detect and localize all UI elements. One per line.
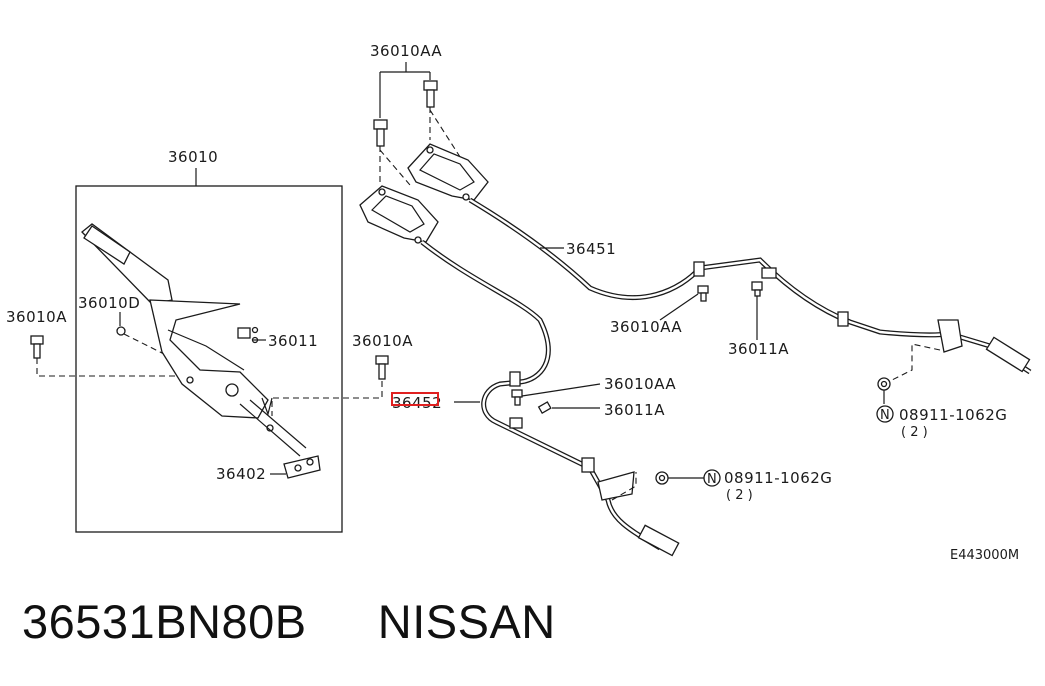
brand-name: NISSAN <box>377 595 556 648</box>
bolt-icon <box>697 285 709 302</box>
label-36010A-left[interactable]: 36010A <box>6 308 67 326</box>
nut-icon <box>116 326 126 336</box>
label-36011A-mid[interactable]: 36011A <box>604 401 665 419</box>
nut-symbol-icon <box>703 469 721 487</box>
label-36011[interactable]: 36011 <box>268 332 318 350</box>
cable-36452 <box>420 240 662 551</box>
cable-bracket-icon <box>407 143 489 201</box>
parking-brake-lever-icon <box>81 223 307 457</box>
label-36010[interactable]: 36010 <box>168 148 218 166</box>
cable-clip-icon <box>761 267 777 279</box>
cable-clip-icon <box>837 311 849 327</box>
screw-icon <box>537 401 552 414</box>
bolt-icon <box>375 355 389 380</box>
label-36010AA-mid[interactable]: 36010AA <box>604 375 676 393</box>
label-36010AA-top[interactable]: 36010AA <box>370 42 442 60</box>
label-nut-mid-qty: ( 2 ) <box>726 488 753 503</box>
cable-clip-icon <box>693 261 705 277</box>
equalizer-icon <box>283 455 321 479</box>
cable-bracket-icon <box>359 185 439 244</box>
footer: 36531BN80B NISSAN <box>22 594 556 649</box>
cable-clip-icon <box>581 457 595 473</box>
bolt-icon <box>423 80 438 108</box>
bracket-icon <box>597 471 635 501</box>
cable-clip-icon <box>509 371 521 387</box>
screw-icon <box>751 281 763 297</box>
nut-symbol-icon <box>876 405 894 423</box>
lever-assembly-box <box>75 185 343 533</box>
bolt-icon <box>373 119 388 147</box>
cable-end-icon <box>637 524 680 557</box>
bolt-icon <box>511 389 523 406</box>
label-36010AA-right[interactable]: 36010AA <box>610 318 682 336</box>
label-nut-right-qty: ( 2 ) <box>901 425 928 440</box>
label-36010D[interactable]: 36010D <box>78 294 140 312</box>
label-36402[interactable]: 36402 <box>216 465 266 483</box>
cable-end-icon <box>985 336 1031 373</box>
label-36011A-right[interactable]: 36011A <box>728 340 789 358</box>
bolt-icon <box>30 335 44 359</box>
nut-symbol-mid: N <box>707 472 717 487</box>
label-nut-mid[interactable]: 08911-1062G <box>724 469 832 487</box>
highlight-box <box>391 392 439 406</box>
label-36451[interactable]: 36451 <box>566 240 616 258</box>
label-36010A-mid[interactable]: 36010A <box>352 332 413 350</box>
part-number: 36531BN80B <box>22 595 307 648</box>
label-nut-right[interactable]: 08911-1062G <box>899 406 1007 424</box>
diagram-code: E443000M <box>950 548 1019 563</box>
bracket-icon <box>937 319 963 353</box>
nut-icon <box>877 377 891 391</box>
label-36452[interactable]: 36452 <box>392 394 442 412</box>
nut-symbol-right: N <box>880 408 890 423</box>
nut-icon <box>655 471 669 485</box>
cable-clip-icon <box>509 417 523 429</box>
